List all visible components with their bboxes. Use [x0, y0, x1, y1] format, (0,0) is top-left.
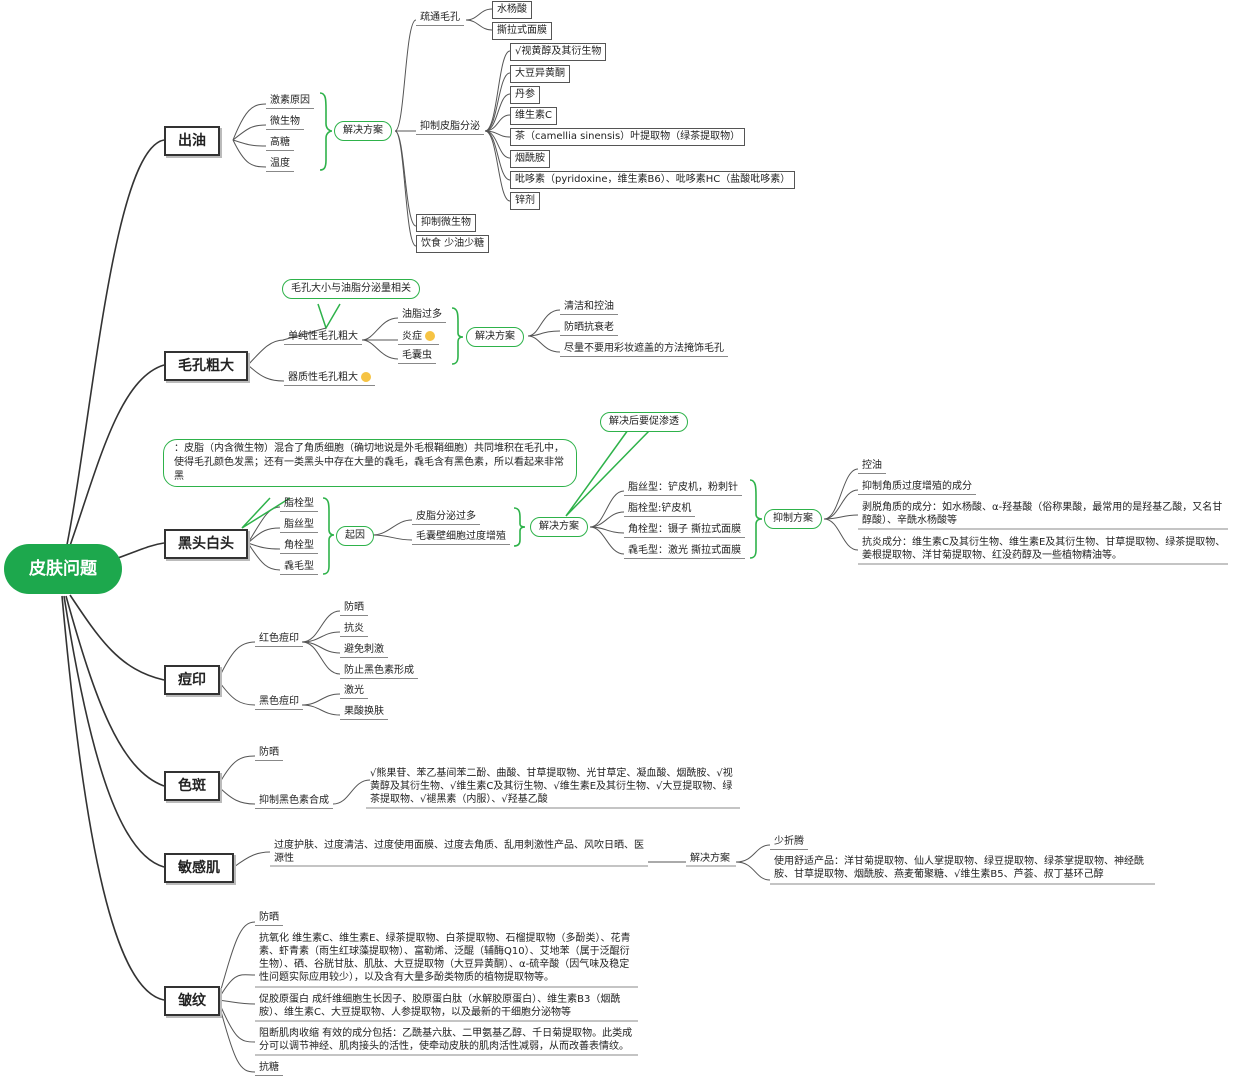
pore-solution[interactable]: 解决方案 — [466, 327, 524, 347]
wrinkle-item[interactable]: 阻断肌肉收缩 有效的成分包括：乙酰基六肽、二甲氨基乙醇、千日菊提取物。此类成分可… — [259, 1028, 633, 1052]
oil-inhibit-item[interactable]: 烟酰胺 — [510, 150, 550, 168]
blackhead-cause-label[interactable]: 起因 — [336, 526, 374, 546]
oil-inhibit-item[interactable]: 丹参 — [510, 86, 540, 104]
blackhead-inhibit-item[interactable]: 抗炎成分：维生素C及其衍生物、维生素E及其衍生物、甘草提取物、绿茶提取物、姜根提… — [862, 537, 1226, 561]
blackhead-inhibit-item[interactable]: 控油 — [858, 459, 886, 474]
oil-unclog-item[interactable]: 水杨酸 — [492, 1, 532, 19]
topic-oil[interactable]: 出油 — [164, 126, 220, 156]
topic-wrinkle[interactable]: 皱纹 — [164, 986, 220, 1016]
blackhead-type[interactable]: 脂栓型 — [280, 497, 318, 512]
pore-simple[interactable]: 单纯性毛孔粗大 — [284, 330, 362, 345]
blackhead-solution-item[interactable]: 毳毛型：激光 撕拉式面膜 — [624, 544, 746, 559]
oil-unclog-item[interactable]: 撕拉式面膜 — [492, 22, 552, 40]
spot-inhibit-detail[interactable]: √熊果苷、苯乙基间苯二酚、曲酸、甘草提取物、光甘草定、凝血酸、烟酰胺、√视黄醇及… — [370, 768, 733, 805]
oil-inhibit-item[interactable]: 大豆异黄酮 — [510, 65, 570, 83]
acne-black[interactable]: 黑色痘印 — [255, 695, 303, 710]
pore-cause[interactable]: 油脂过多 — [398, 308, 446, 323]
oil-cause[interactable]: 温度 — [266, 157, 294, 172]
acne-black-item[interactable]: 激光 — [340, 684, 368, 699]
pore-organic[interactable]: 器质性毛孔粗大 — [284, 371, 375, 386]
topic-spot[interactable]: 色斑 — [164, 771, 220, 801]
acne-red-item[interactable]: 防止黑色素形成 — [340, 664, 418, 679]
oil-inhibit-item[interactable]: 锌剂 — [510, 192, 540, 210]
blackhead-cause[interactable]: 皮脂分泌过多 — [412, 510, 480, 525]
pore-solution-item[interactable]: 尽量不要用彩妆遮盖的方法掩饰毛孔 — [560, 342, 728, 357]
oil-cause[interactable]: 微生物 — [266, 115, 304, 130]
blackhead-solution-callout: 解决后要促渗透 — [600, 412, 688, 432]
sensitive-item[interactable]: 使用舒适产品：洋甘菊提取物、仙人掌提取物、绿豆提取物、绿茶掌提取物、神经酰胺、甘… — [774, 856, 1144, 880]
wrinkle-item[interactable]: 促胶原蛋白 成纤维细胞生长因子、胶原蛋白肽（水解胶原蛋白）、维生素B3（烟酰胺）… — [259, 994, 621, 1018]
blackhead-solution-item[interactable]: 角栓型：镊子 撕拉式面膜 — [624, 523, 746, 538]
acne-red[interactable]: 红色痘印 — [255, 632, 303, 647]
topic-sensitive[interactable]: 敏感肌 — [164, 853, 234, 883]
wrinkle-item[interactable]: 防晒 — [255, 911, 283, 926]
blackhead-solution-item[interactable]: 脂栓型:铲皮机 — [624, 502, 696, 517]
blackhead-solution[interactable]: 解决方案 — [530, 517, 588, 537]
emoji-icon — [361, 372, 371, 382]
oil-inhibit-item[interactable]: 茶（camellia sinensis）叶提取物（绿茶提取物） — [510, 128, 746, 146]
topic-blackhead[interactable]: 黑头白头 — [164, 529, 248, 559]
oil-inhibit-item[interactable]: 吡哆素（pyridoxine，维生素B6）、吡哆素HC（盐酸吡哆素） — [510, 171, 796, 189]
blackhead-inhibit-item[interactable]: 抑制角质过度增殖的成分 — [858, 480, 976, 495]
blackhead-cause[interactable]: 毛囊壁细胞过度增殖 — [412, 530, 510, 545]
acne-red-item[interactable]: 抗炎 — [340, 622, 368, 637]
blackhead-inhibit[interactable]: 抑制方案 — [764, 509, 822, 529]
acne-red-item[interactable]: 避免刺激 — [340, 643, 388, 658]
blackhead-type[interactable]: 毳毛型 — [280, 560, 318, 575]
root-node[interactable]: 皮肤问题 — [4, 544, 122, 594]
spot-inhibit[interactable]: 抑制黑色素合成 — [255, 794, 333, 809]
blackhead-type[interactable]: 角栓型 — [280, 539, 318, 554]
oil-diet[interactable]: 饮食 少油少糖 — [416, 235, 490, 253]
oil-cause[interactable]: 高糖 — [266, 136, 294, 151]
oil-solution[interactable]: 解决方案 — [334, 121, 392, 141]
wrinkle-item[interactable]: 抗氧化 维生素C、维生素E、绿茶提取物、白茶提取物、石榴提取物（多酚类）、花青素… — [259, 933, 631, 983]
pore-cause[interactable]: 毛囊虫 — [398, 349, 436, 364]
pore-callout: 毛孔大小与油脂分泌量相关 — [282, 279, 420, 299]
oil-inhibit[interactable]: 抑制皮脂分泌 — [416, 120, 484, 135]
sensitive-item[interactable]: 少折腾 — [770, 835, 808, 850]
oil-inhibit-item[interactable]: √视黄醇及其衍生物 — [510, 43, 607, 61]
oil-inhibit-item[interactable]: 维生素C — [510, 107, 557, 125]
sensitive-causes[interactable]: 过度护肤、过度清洁、过度使用面膜、过度去角质、乱用刺激性产品、风吹日晒、医源性 — [274, 840, 644, 864]
wrinkle-item[interactable]: 抗糖 — [255, 1061, 283, 1076]
sensitive-solution[interactable]: 解决方案 — [690, 853, 730, 864]
spot-sunscreen[interactable]: 防晒 — [255, 746, 283, 761]
blackhead-solution-item[interactable]: 脂丝型：铲皮机，粉刺针 — [624, 481, 742, 496]
blackhead-type[interactable]: 脂丝型 — [280, 518, 318, 533]
blackhead-callout: ：皮脂（内含微生物）混合了角质细胞（确切地说是外毛根鞘细胞）共同堆积在毛孔中，使… — [163, 439, 577, 487]
topic-pore[interactable]: 毛孔粗大 — [164, 351, 248, 381]
topic-acne-mark[interactable]: 痘印 — [164, 665, 220, 695]
pore-cause[interactable]: 炎症 — [398, 330, 439, 345]
emoji-icon — [425, 331, 435, 341]
acne-black-item[interactable]: 果酸换肤 — [340, 705, 388, 720]
oil-cause[interactable]: 激素原因 — [266, 94, 314, 109]
pore-solution-item[interactable]: 防晒抗衰老 — [560, 321, 618, 336]
pore-solution-item[interactable]: 清洁和控油 — [560, 300, 618, 315]
oil-microbe[interactable]: 抑制微生物 — [416, 214, 476, 232]
acne-red-item[interactable]: 防晒 — [340, 601, 368, 616]
oil-unclog[interactable]: 疏通毛孔 — [416, 11, 464, 26]
blackhead-inhibit-item[interactable]: 剥脱角质的成分：如水杨酸、α-羟基酸（俗称果酸，最常用的是羟基乙酸，又名甘醇酸）… — [862, 502, 1223, 526]
